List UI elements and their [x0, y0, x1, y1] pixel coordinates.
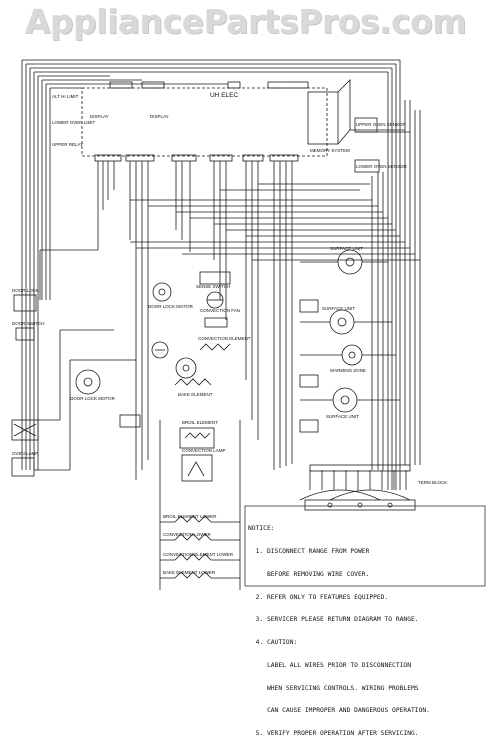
convection-fan-label: CONVECTION FAN — [200, 308, 240, 313]
display-module — [307, 91, 339, 145]
board-label-2: LOWER OVEN LIMIT — [52, 120, 96, 125]
surface-unit-label-1: SURFACE UNIT — [330, 246, 363, 251]
convection-lamp-label: CONVECTION LAMP — [182, 448, 226, 453]
memory-system-label: MEMORY SYSTEM — [310, 148, 350, 153]
notice-line-3: 2. REFER ONLY TO FEATURES EQUIPPED. — [248, 593, 389, 601]
board-title: UH ELEC — [210, 92, 238, 99]
notice-line-6: LABEL ALL WIRES PRIOR TO DISCONNECTION — [248, 661, 412, 669]
notice-line-8: CAN CAUSE IMPROPER AND DANGEROUS OPERATI… — [248, 707, 430, 715]
display-label-2: DISPLAY — [150, 114, 169, 119]
notice-line-7: WHEN SERVICING CONTROLS. WIRING PROBLEMS — [248, 684, 419, 692]
wiring-diagram: UH ELEC ALT HI LIMIT LOWER OVEN LIMIT UP… — [11, 59, 486, 590]
surface-unit-label-3: SURFACE UNIT — [326, 414, 359, 419]
door-lock-motor-label-center: DOOR LOCK MOTOR — [148, 304, 194, 309]
notice-line-4: 3. SERVICER PLEASE RETURN DIAGRAM TO RAN… — [248, 616, 419, 624]
surface-unit-label-2: SURFACE UNIT — [322, 306, 355, 311]
right-wire-bundle — [350, 100, 421, 470]
door-lock-motor-label-left: DOOR LOCK MOTOR — [70, 396, 116, 401]
bake-element-label: BAKE ELEMENT — [178, 392, 213, 397]
sense-switch-label: SENSE SWITCH — [196, 284, 230, 289]
terminal-block-label: TERM BLOCK — [418, 480, 447, 485]
door-switch-label: DOOR SWITCH — [12, 321, 45, 326]
notice-box — [244, 505, 486, 587]
board-label-3: UPPER RELAY — [52, 142, 83, 147]
board-connectors — [94, 81, 309, 162]
broil-element-label: BROIL ELEMENT — [182, 420, 218, 425]
crossing-wires — [130, 183, 420, 261]
lower-oven-sensor-label: LOWER OVEN SENSOR — [356, 164, 408, 169]
bottom-label-bake: BAKE ELEMENT LOWER — [163, 570, 216, 575]
bottom-label-convection: CONVECTION LOWER — [163, 532, 212, 537]
notice-line-9: 5. VERIFY PROPER OPERATION AFTER SERVICI… — [248, 730, 419, 738]
warming-zone-label: WARMING ZONE — [330, 368, 366, 373]
notice-text: NOTICE: 1. DISCONNECT RANGE FROM POWER B… — [248, 510, 488, 745]
watermark-text: AppliancePartsPros.com — [24, 2, 467, 41]
upper-oven-sensor-label: UPPER OVEN SENSOR — [356, 122, 407, 127]
notice-title: NOTICE: — [248, 525, 275, 533]
surface-units — [299, 249, 400, 433]
terminal-block-graphic — [299, 464, 416, 511]
door-lock-label: DOOR LOCK — [12, 288, 39, 293]
notice-line-1: 1. DISCONNECT RANGE FROM POWER — [248, 547, 370, 555]
notice-line-5: 4. CAUTION: — [248, 639, 298, 647]
bottom-label-broil: BROIL ELEMENT LOWER — [163, 514, 217, 519]
left-components — [11, 249, 197, 477]
convection-element-label: CONVECTION ELEMENT — [198, 336, 251, 341]
oven-lamp-label: OVEN LAMP — [12, 451, 38, 456]
notice-line-2: BEFORE REMOVING WIRE COVER. — [248, 570, 370, 578]
bottom-label-convection-element: CONVECTION ELEMENT LOWER — [163, 552, 234, 557]
display-label-1: DISPLAY — [90, 114, 109, 119]
board-down-wires — [97, 161, 293, 480]
control-board — [81, 87, 328, 157]
center-components — [159, 271, 241, 590]
left-wire-bundle — [21, 59, 401, 490]
board-label-1: ALT HI LIMIT — [52, 94, 79, 99]
